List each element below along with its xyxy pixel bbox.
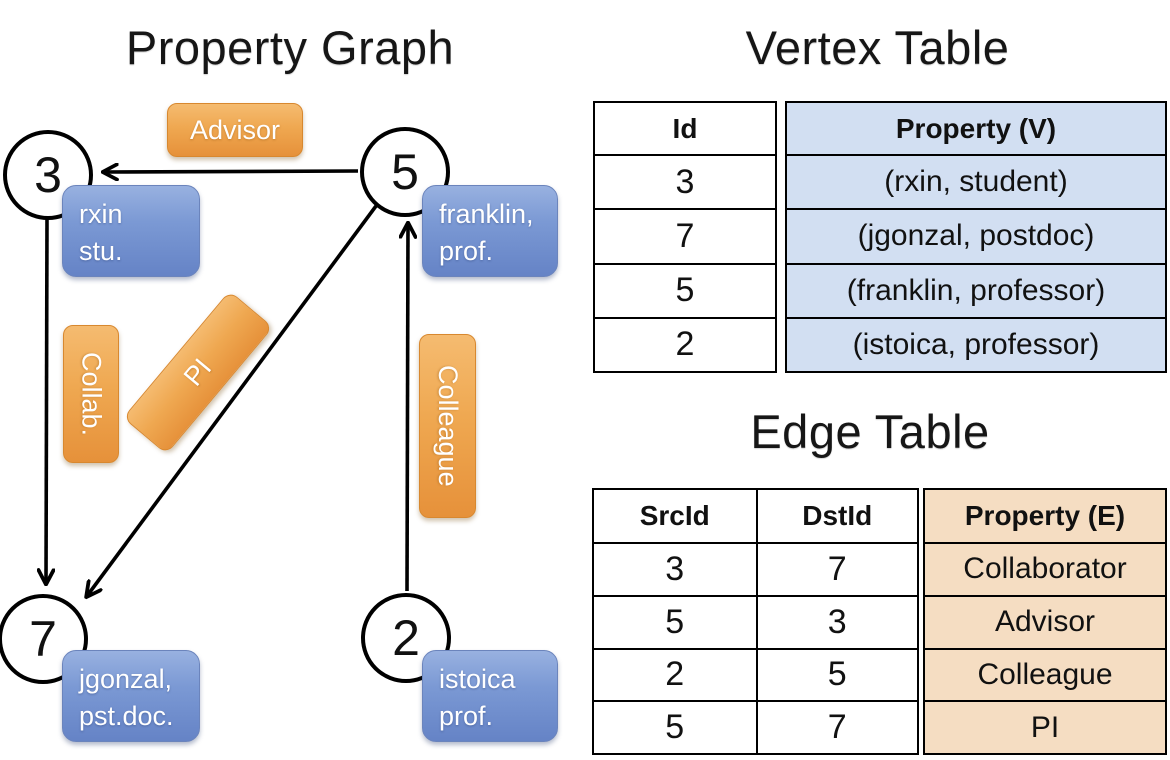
- property-graph-title: Property Graph: [125, 21, 455, 74]
- edge-table-cell-srcid: 5: [594, 594, 756, 648]
- vertex-node-5: 5: [360, 127, 450, 217]
- edge-table-cell-dstid: 3: [755, 594, 917, 648]
- vertex-node-7-id: 7: [29, 611, 57, 667]
- edge-table-cell-property: PI: [925, 700, 1165, 753]
- edge-arrow-5-to-7: [87, 204, 378, 596]
- edge-table-cell-srcid: 3: [594, 542, 756, 595]
- edge-arrow-5-to-3: [104, 171, 359, 172]
- edge-arrow-2-to-5: [407, 224, 408, 592]
- edge-table-cell-property: Collaborator: [925, 542, 1165, 595]
- vertex-table-property-column: Property (V) (rxin, student) (jgonzal, p…: [785, 101, 1167, 373]
- vertex-property-pill-2: istoica prof.: [422, 650, 558, 742]
- vertex-table-cell-id: 5: [595, 262, 775, 317]
- edge-table-cell-srcid: 5: [594, 700, 756, 753]
- vertex-table-cell-property: (istoica, professor): [787, 316, 1165, 371]
- vertex-table-header-id: Id: [672, 112, 698, 144]
- vertex-node-2: 2: [361, 593, 451, 683]
- edge-label-advisor: Advisor: [167, 103, 303, 157]
- edge-table-cell-dstid: 5: [755, 647, 917, 701]
- vertex-node-3-id: 3: [34, 147, 62, 203]
- edge-table-property-column: Property (E) Collaborator Advisor Collea…: [923, 488, 1167, 755]
- vertex-property-pill-3: rxin stu.: [62, 185, 200, 277]
- vertex-property-pill-5: franklin, prof.: [422, 185, 558, 277]
- edge-table-title: Edge Table: [750, 405, 990, 458]
- vertex-node-5-id: 5: [391, 144, 419, 200]
- edge-label-colleague: Colleague: [419, 334, 476, 518]
- vertex-table-cell-property: (franklin, professor): [787, 262, 1165, 317]
- edge-label-collab: Collab.: [63, 325, 119, 463]
- edge-table-cell-property: Colleague: [925, 647, 1165, 701]
- vertex-table-cell-property: (rxin, student): [787, 154, 1165, 209]
- vertex-node-2-id: 2: [392, 610, 420, 666]
- edge-table-header-srcid: SrcId: [639, 500, 710, 531]
- vertex-table-cell-id: 7: [595, 208, 775, 262]
- edge-table-src-dst-columns: SrcId DstId 3 7 5 3 2 5 5 7: [592, 488, 919, 755]
- edge-table-header-dstid: DstId: [755, 490, 918, 542]
- vertex-table-cell-id: 3: [595, 154, 775, 208]
- vertex-table-id-column: Id 3 7 5 2: [593, 101, 777, 373]
- edge-table-cell-dstid: 7: [755, 700, 917, 753]
- vertex-table-cell-property: (jgonzal, postdoc): [787, 208, 1165, 263]
- edge-table-cell-srcid: 2: [594, 647, 756, 701]
- vertex-table-header-property: Property (V): [787, 103, 1165, 154]
- edge-arrow-3-to-7: [46, 217, 47, 583]
- edge-table-cell-property: Advisor: [925, 594, 1165, 648]
- vertex-table-cell-id: 2: [595, 316, 775, 371]
- vertex-property-pill-7: jgonzal, pst.doc.: [62, 650, 200, 742]
- edge-table-header-property: Property (E): [925, 490, 1165, 542]
- graph-edges-layer: [0, 0, 580, 760]
- edge-table-cell-dstid: 7: [755, 542, 917, 595]
- vertex-table-title: Vertex Table: [745, 21, 1010, 74]
